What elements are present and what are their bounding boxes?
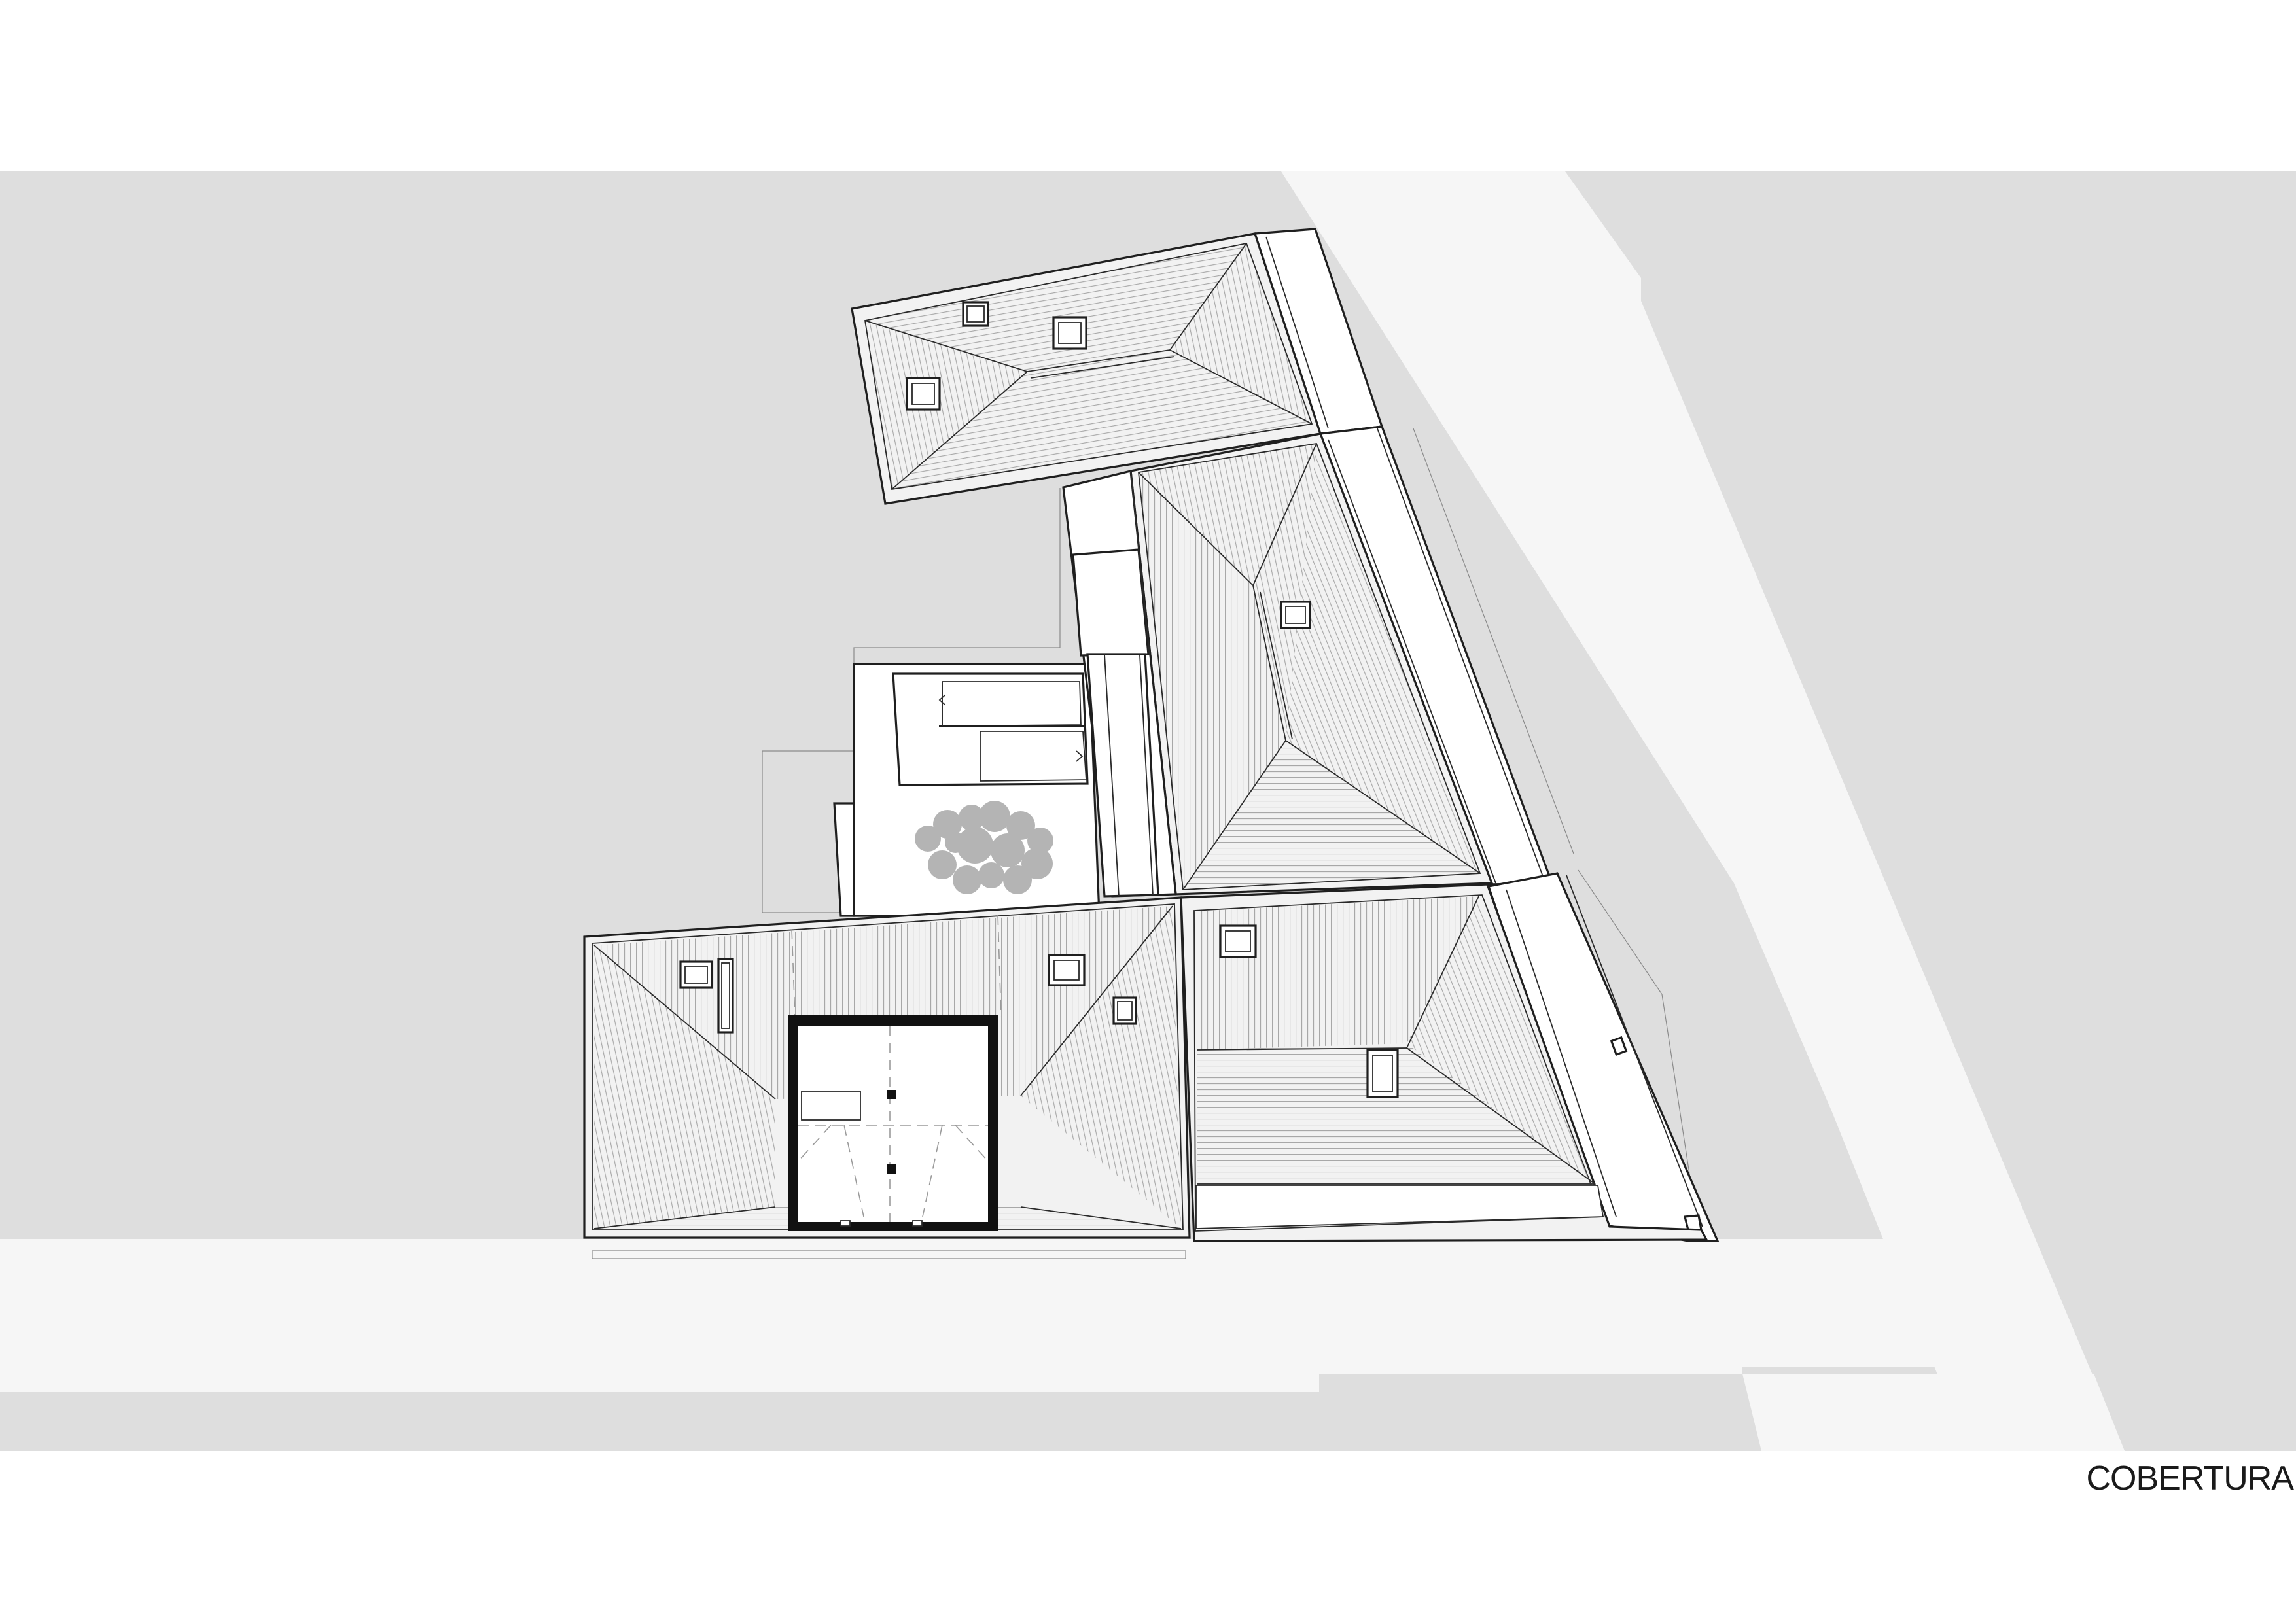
- drawing-title: COBERTURA: [2086, 1459, 2294, 1497]
- roof-east-slope-left: [1139, 472, 1286, 890]
- east-parapet-strip: [1253, 228, 1720, 1242]
- skylight: [717, 958, 734, 1034]
- tree-canopy-icon: [915, 801, 1053, 894]
- corner-post: [1683, 1214, 1703, 1231]
- stair-flight-lower: [980, 731, 1087, 782]
- skylight: [1048, 954, 1086, 986]
- tower: [788, 1015, 998, 1231]
- street-horizontal: [0, 1239, 1996, 1392]
- roof-east-slope-right: [1286, 444, 1480, 873]
- building-footprint-right: [1413, 428, 1574, 854]
- roof-north-wing: [851, 232, 1322, 505]
- plot-outline-left-top: [762, 488, 1061, 752]
- skylight: [1052, 316, 1087, 350]
- tower-column: [887, 1164, 896, 1174]
- skylight: [1112, 996, 1137, 1025]
- roof-sw-slope-left: [594, 945, 775, 1229]
- courtyard: [833, 470, 1177, 917]
- roof-south-west: [583, 896, 1191, 1239]
- stair-arrow-icon: [1076, 750, 1084, 762]
- glazed-passage: [1072, 548, 1150, 657]
- roof-north-slope-right: [1170, 243, 1312, 424]
- downpipe: [1610, 1036, 1628, 1056]
- tower-stair: [801, 1091, 861, 1121]
- roof-north-slope-bottom: [892, 350, 1312, 489]
- skylight: [962, 301, 989, 327]
- tower-interior: [798, 1026, 988, 1222]
- plot-outline-left: [762, 751, 854, 913]
- ground-edge-line: [592, 1250, 1186, 1259]
- roof-se-slope-top: [1197, 896, 1479, 1050]
- roof-north-slope-left: [865, 321, 1027, 489]
- side-room-left: [833, 802, 855, 917]
- skylight: [1366, 1049, 1399, 1098]
- skylight: [679, 960, 713, 989]
- roof-se-gutter: [1195, 1185, 1604, 1229]
- stair: [892, 672, 1089, 786]
- tower-door: [912, 1220, 923, 1227]
- skylight: [906, 377, 941, 411]
- roof-south-east: [1180, 883, 1708, 1242]
- stair-arrow-icon: [938, 694, 946, 706]
- building-footprint-right-2: [1578, 869, 1699, 1230]
- roof-north-slope-top: [865, 243, 1246, 372]
- tower-door: [840, 1220, 851, 1227]
- ridge-north: [864, 243, 1247, 372]
- roof-se-slope-bottom: [1197, 1043, 1595, 1184]
- street-diagonal: [1281, 171, 2125, 1451]
- tower-column: [887, 1090, 896, 1099]
- skylight: [1219, 924, 1257, 958]
- street-bottom-edge: [1742, 1374, 2125, 1451]
- roof-sw-slope-top: [594, 906, 1173, 1099]
- roof-east-slope-top: [1139, 444, 1316, 741]
- roof-se-slope-right: [1407, 896, 1595, 1184]
- skylight: [1280, 601, 1311, 629]
- roof-sw-slope-right: [1021, 906, 1181, 1229]
- roof-east-slope-bottom: [1183, 741, 1480, 890]
